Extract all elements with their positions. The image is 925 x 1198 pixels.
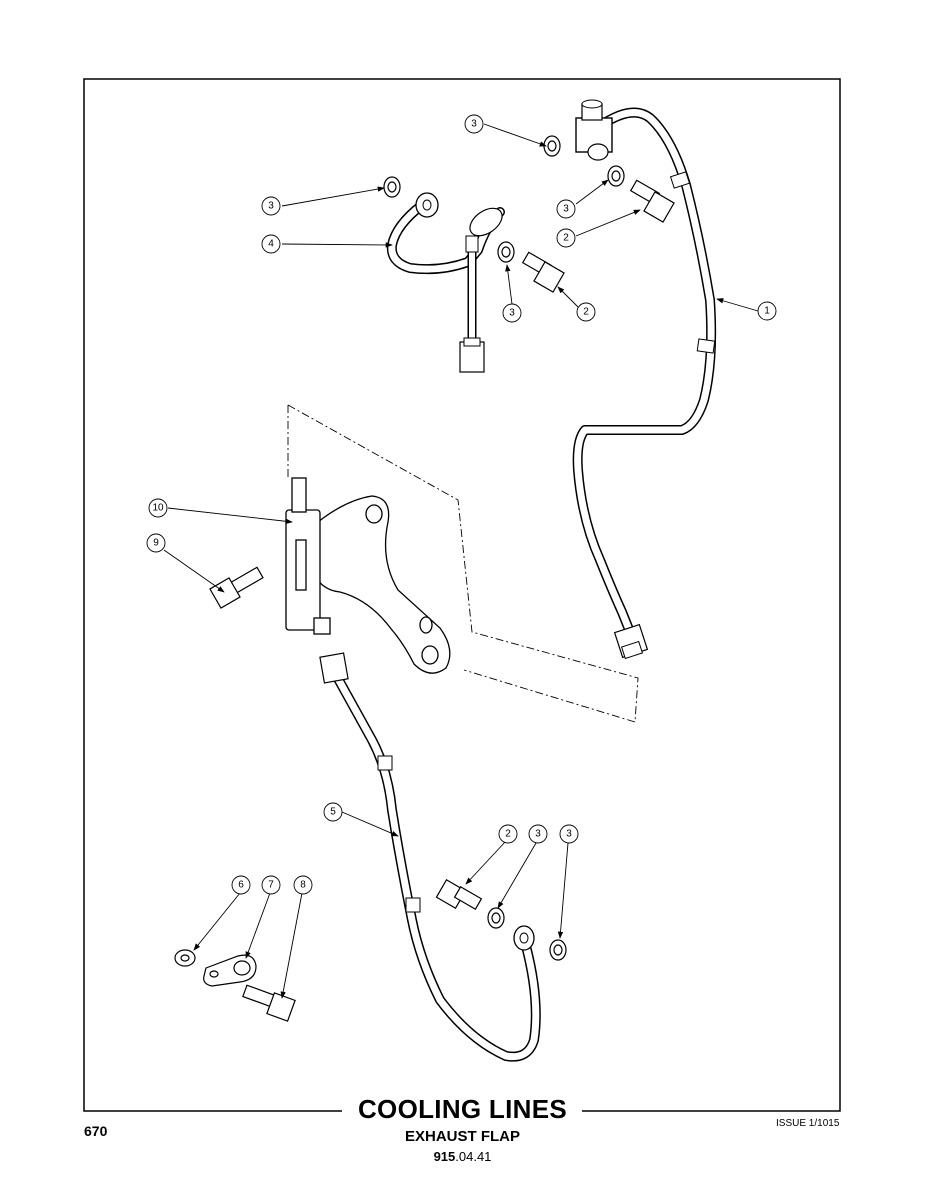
callout-circle [146,533,166,553]
part-group-code-bold: 915 [433,1149,456,1164]
callout-circle [498,824,518,844]
banjo-bolt-upper-right [629,179,675,223]
callout-label-2: 2 [563,233,569,244]
cooling-line-4 [386,192,505,373]
page-title: COOLING LINES [0,1094,925,1125]
callout-label-5: 5 [330,807,336,818]
sealing-washers [383,135,625,961]
callout-circle [556,228,576,248]
callout-circle [464,114,484,134]
callout-label-2: 2 [505,829,511,840]
callout-circle [559,824,579,844]
callout-labels: 1 3 3 2 3 4 3 2 10 9 5 2 3 3 6 7 8 [152,119,770,891]
leader-lines [163,123,759,999]
mounting-bracket [285,477,451,674]
callout-label-3: 3 [471,119,477,130]
callout-label-4: 4 [268,239,274,250]
callout-circle [148,498,168,518]
callout-label-3: 3 [268,201,274,212]
callout-label-8: 8 [300,880,306,891]
callout-circle [261,234,281,254]
cooling-line-1 [572,99,717,660]
banjo-bolt-upper-middle [521,251,565,293]
callout-circle [261,875,281,895]
diagram-frame [83,78,841,1112]
issue-label: ISSUE 1/1015 [776,1118,840,1129]
page-number: 670 [84,1123,108,1139]
page-title-text: COOLING LINES [347,1094,578,1124]
callout-label-3: 3 [566,829,572,840]
callout-circle [293,875,313,895]
callout-circle [502,303,522,323]
callout-label-3: 3 [535,829,541,840]
cooling-line-5 [319,652,541,1062]
callout-label-1: 1 [764,306,770,317]
bolt-9 [209,566,264,609]
callout-label-7: 7 [268,880,274,891]
callout-circle [576,302,596,322]
part-group-code-rest: .04.41 [455,1149,492,1164]
callout-circle [757,301,777,321]
callout-label-6: 6 [238,880,244,891]
callout-label-10: 10 [152,503,164,514]
pipe-clamp-assembly [174,949,296,1022]
callout-circle [231,875,251,895]
callout-label-3: 3 [509,308,515,319]
callout-label-2: 2 [583,307,589,318]
page-subtitle: EXHAUST FLAP [404,1128,520,1145]
callout-circle [528,824,548,844]
callout-circle [261,196,281,216]
callout-circle [323,802,343,822]
banjo-bolt-lower [435,879,483,911]
callout-label-9: 9 [153,538,159,549]
callout-label-3: 3 [563,204,569,215]
callout-circle [556,199,576,219]
part-group-code: 915.04.41 [0,1149,925,1164]
callouts [146,114,777,895]
